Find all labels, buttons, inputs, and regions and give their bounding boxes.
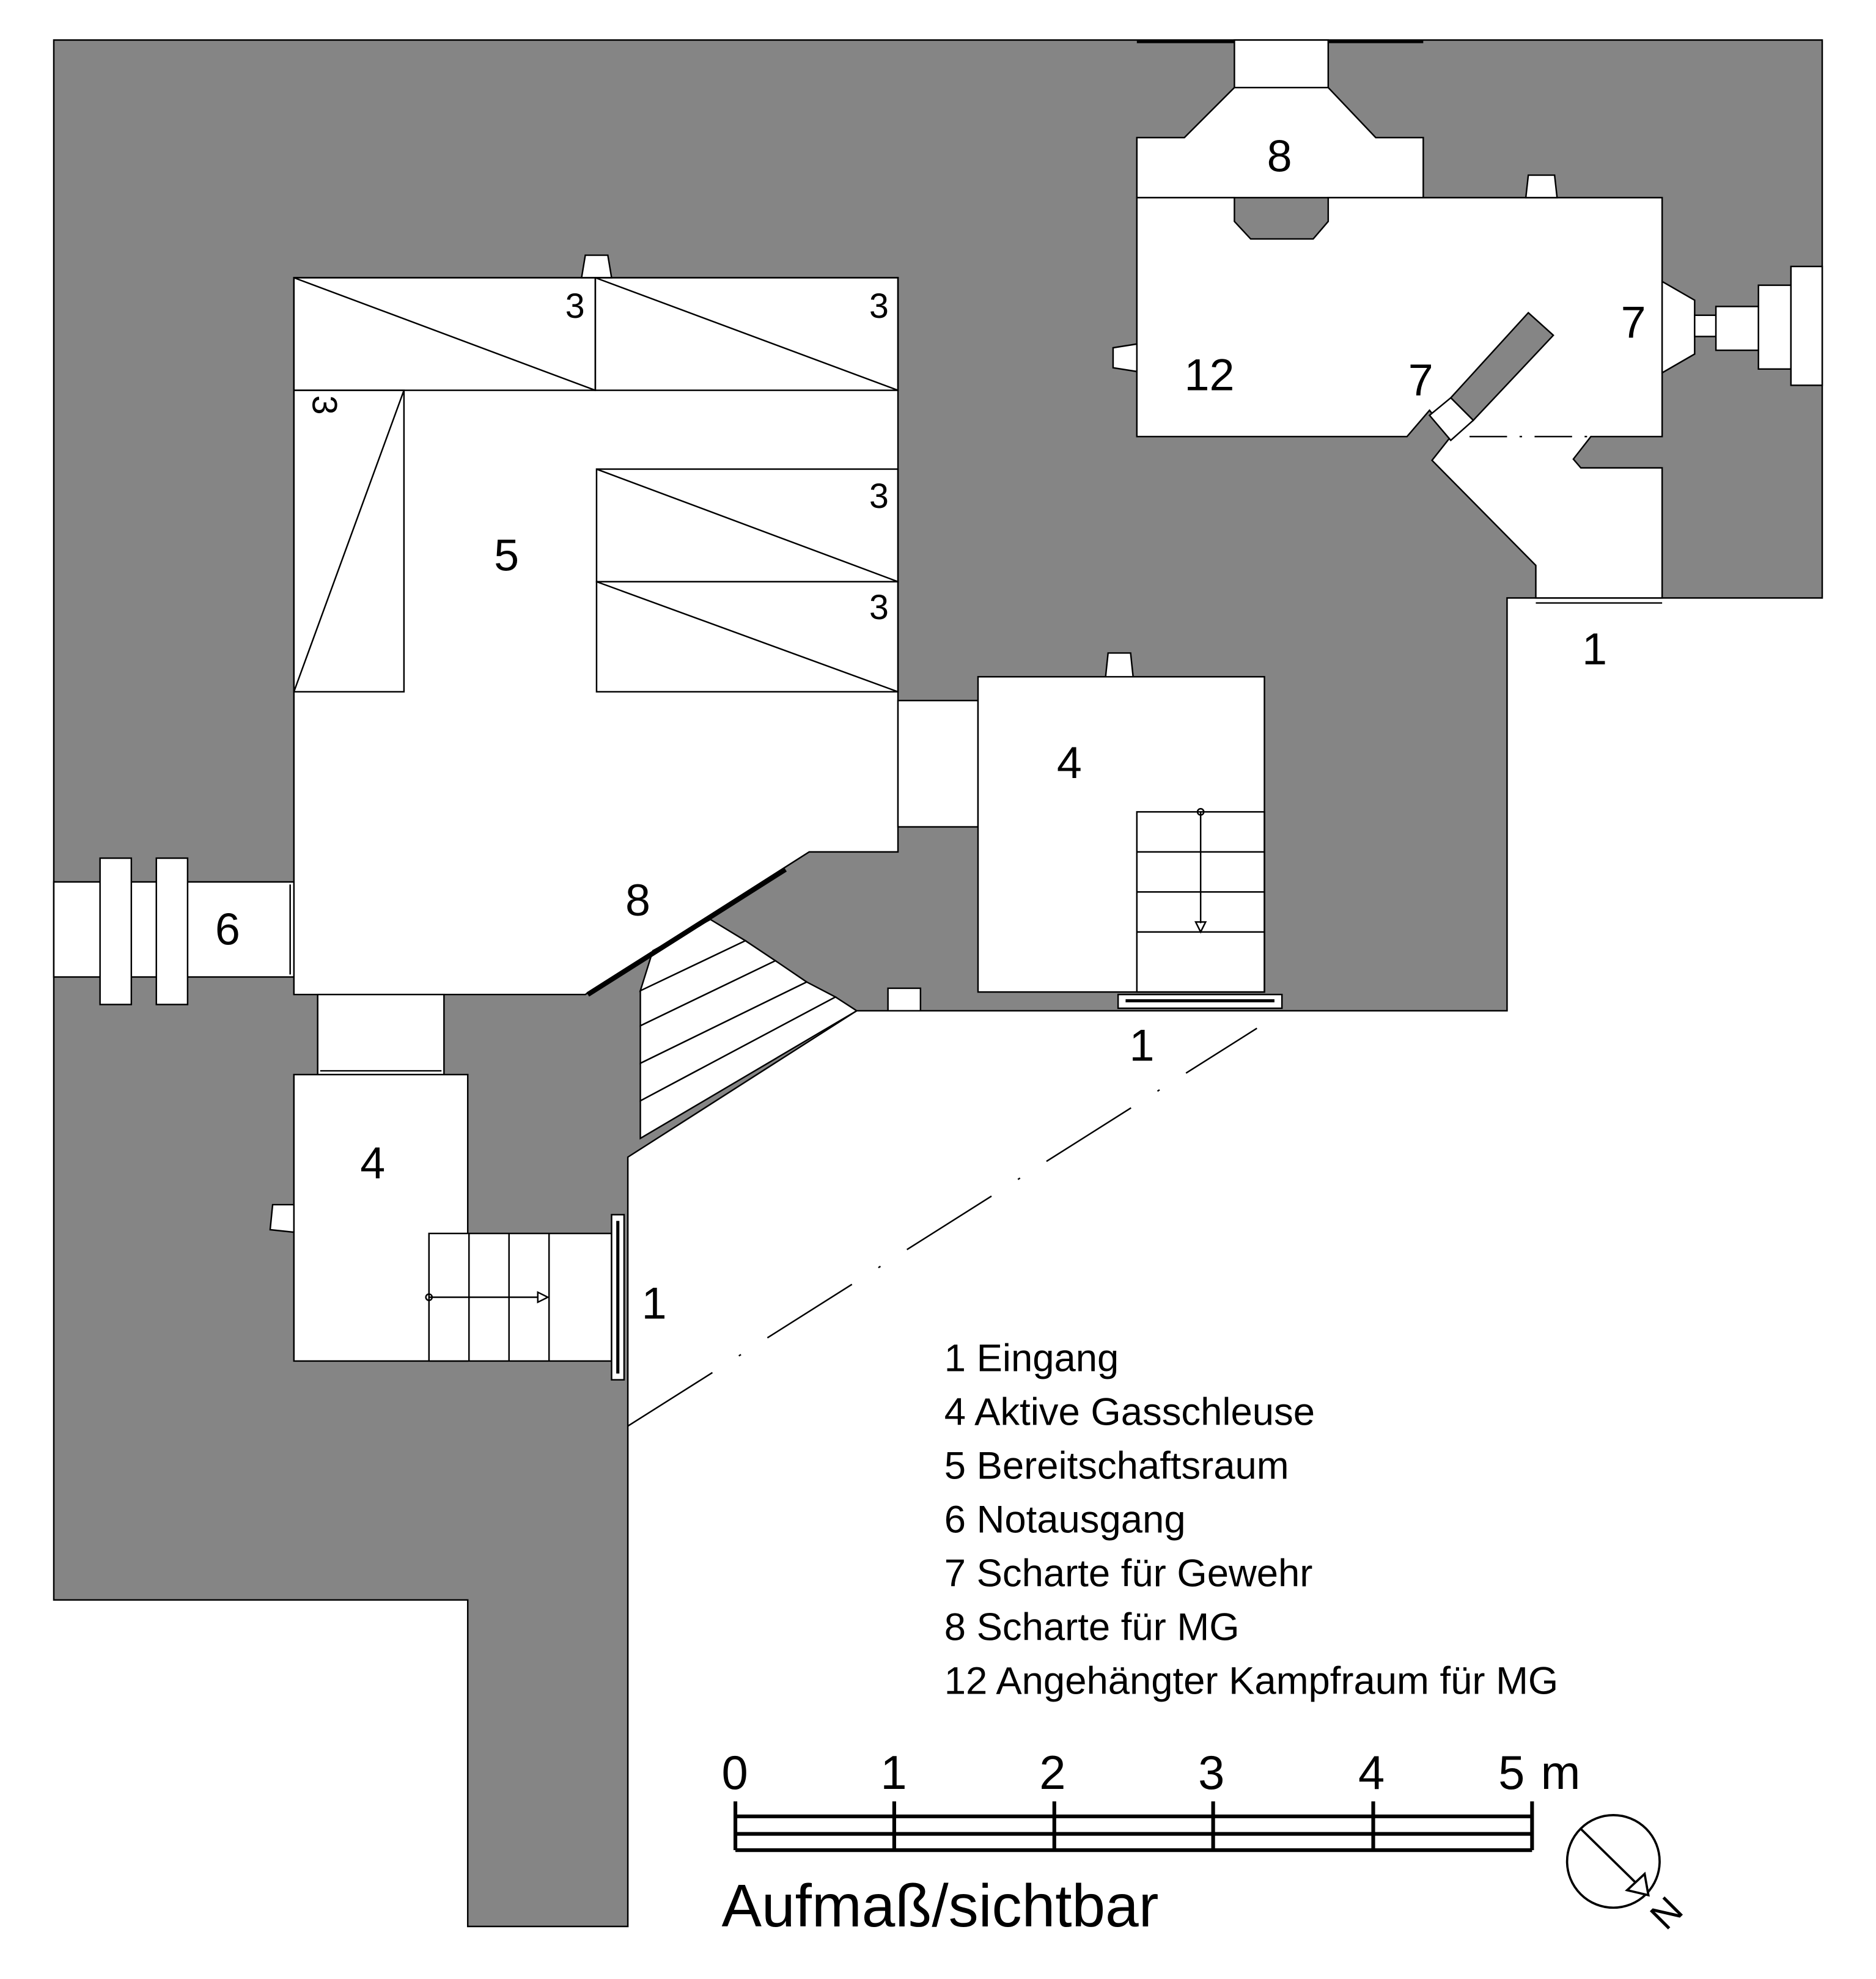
- legend-item: 1 Eingang: [944, 1337, 1119, 1379]
- room-label-8: 8: [1267, 130, 1292, 181]
- corridor: [317, 993, 445, 1076]
- room-label-8: 8: [625, 875, 650, 925]
- scale-unit: m: [1541, 1747, 1581, 1799]
- room-label-1: 1: [1130, 1020, 1155, 1071]
- niche: [1112, 343, 1138, 373]
- room-label-1: 1: [642, 1277, 667, 1328]
- embrasure-opening: [1234, 39, 1330, 89]
- room-label-7: 7: [1621, 297, 1646, 348]
- mg-slot-line: [586, 867, 787, 997]
- scale-tick-label: 2: [1039, 1747, 1065, 1799]
- scale-tick-label: 4: [1358, 1747, 1385, 1799]
- dash-dot-axis: [627, 1027, 1257, 1427]
- scale-tick-label: 1: [880, 1747, 907, 1799]
- room-label-12: 12: [1185, 350, 1235, 400]
- scale-tick-label: 5: [1498, 1747, 1525, 1799]
- niche: [1525, 174, 1558, 199]
- bench-label: 3: [869, 588, 889, 627]
- niche: [1105, 652, 1135, 678]
- bench-label: 3: [869, 477, 889, 516]
- stair-steps: [425, 1233, 550, 1361]
- north-arrow-icon: N: [1565, 1814, 1691, 1937]
- scale-bar: 0 1 2 3 4 5 m: [722, 1747, 1581, 1852]
- legend-item: 12 Angehängter Kampfraum für MG: [944, 1659, 1559, 1702]
- rifle-slit-opening: [1428, 397, 1474, 442]
- plan-title: Aufmaß/sichtbar: [722, 1872, 1159, 1939]
- legend-item: 8 Scharte für MG: [944, 1606, 1240, 1648]
- legend-item: 6 Notausgang: [944, 1498, 1186, 1541]
- exit-block: [99, 857, 133, 1005]
- room-label-7: 7: [1408, 354, 1433, 405]
- bench-label: 3: [869, 287, 889, 326]
- bench-label: 3: [305, 395, 344, 415]
- stairs: [1136, 808, 1265, 993]
- niche: [580, 254, 612, 279]
- legend-item: 4 Aktive Gasschleuse: [944, 1390, 1315, 1433]
- corridor: [897, 699, 979, 828]
- room-label-6: 6: [215, 903, 240, 954]
- legend-item: 5 Bereitschaftsraum: [944, 1444, 1289, 1487]
- room-label-4: 4: [360, 1137, 385, 1188]
- benches: [293, 277, 899, 693]
- rifle-embrasure-7: [1661, 265, 1823, 386]
- room-label-1: 1: [1582, 623, 1607, 674]
- legend-item: 7 Scharte für Gewehr: [944, 1552, 1313, 1595]
- niche: [269, 1203, 295, 1233]
- niche: [887, 987, 922, 1012]
- room-label-5: 5: [494, 529, 519, 580]
- embrasure-steps: [639, 918, 858, 1140]
- room-4-gasschleuse: [977, 676, 1265, 993]
- room-label-4: 4: [1057, 737, 1082, 788]
- legend: 1 Eingang 4 Aktive Gasschleuse 5 Bereits…: [944, 1337, 1559, 1702]
- scale-tick-label: 0: [722, 1747, 748, 1799]
- scale-tick-label: 3: [1198, 1747, 1224, 1799]
- bench-label: 3: [565, 287, 585, 326]
- exit-block: [155, 857, 189, 1005]
